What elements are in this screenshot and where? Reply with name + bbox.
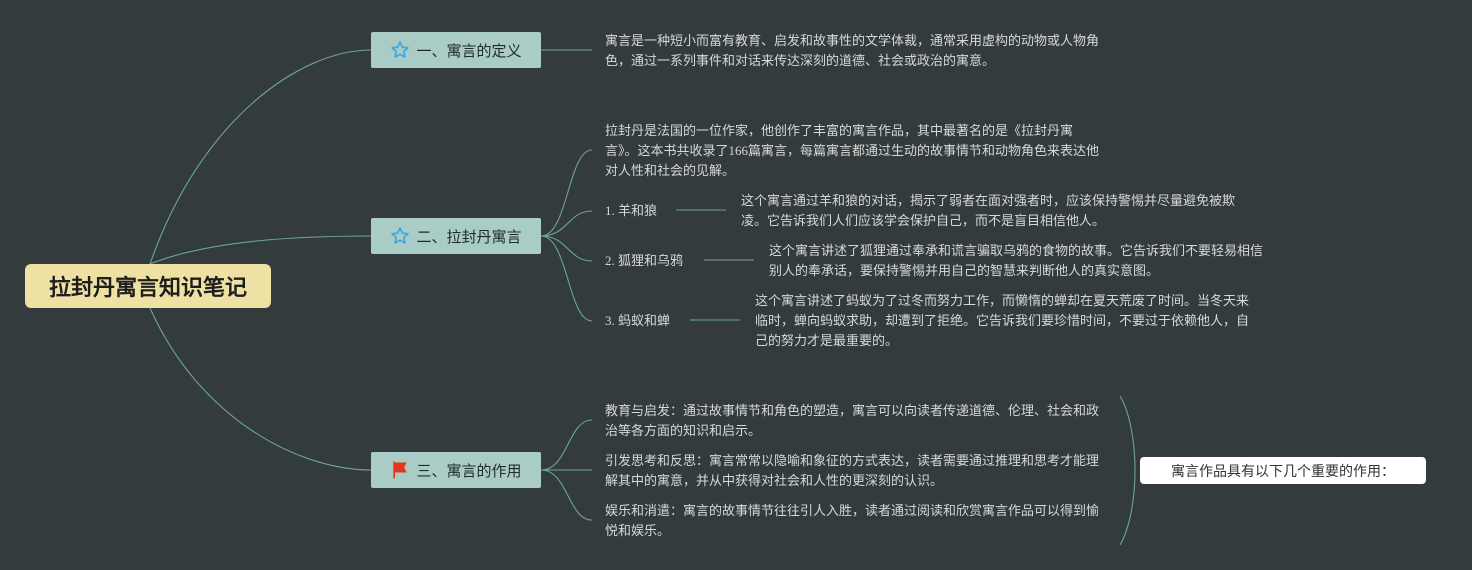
function-item-1: 教育与启发：通过故事情节和角色的塑造，寓言可以向读者传递道德、伦理、社会和政治等…	[605, 403, 1100, 438]
fable-title-3[interactable]: 3. 蚂蚁和蝉	[605, 313, 671, 328]
connector-b2-fable-1	[540, 210, 593, 237]
function-item-3: 娱乐和消遣：寓言的故事情节往往引人入胜，读者通过阅读和欣赏寓言作品可以得到愉悦和…	[605, 503, 1100, 538]
branch-function-label: 三、寓言的作用	[416, 461, 522, 480]
connector-root-branch-3	[149, 307, 372, 471]
fable-desc-3: 这个寓言讲述了蚂蚁为了过冬而努力工作，而懒惰的蝉却在夏天荒废了时间。当冬天来临时…	[755, 293, 1250, 348]
lafontaine-intro: 拉封丹是法国的一位作家，他创作了丰富的寓言作品，其中最著名的是《拉封丹寓言》。这…	[605, 123, 1100, 178]
connector-b2-fable-2	[540, 235, 593, 262]
branch-definition[interactable]: 一、寓言的定义	[371, 32, 541, 68]
connector-b2-fable-3	[540, 235, 593, 322]
branch-function[interactable]: 三、寓言的作用	[371, 452, 541, 488]
summary-box[interactable]: 寓言作品具有以下几个重要的作用：	[1140, 457, 1426, 484]
definition-text: 寓言是一种短小而富有教育、启发和故事性的文学体裁，通常采用虚构的动物或人物角色，…	[605, 33, 1100, 68]
summary-text: 寓言作品具有以下几个重要的作用：	[1171, 463, 1395, 480]
fable-title-1[interactable]: 1. 羊和狼	[605, 203, 658, 218]
star-icon	[390, 40, 410, 60]
connector-root-branch-2	[149, 235, 372, 265]
branch-lafontaine[interactable]: 二、拉封丹寓言	[371, 218, 541, 254]
connector-root-branch-1	[149, 49, 372, 265]
fable-title-2[interactable]: 2. 狐狸和乌鸦	[605, 253, 684, 268]
branch-definition-label: 一、寓言的定义	[416, 41, 522, 60]
function-item-2: 引发思考和反思：寓言常常以隐喻和象征的方式表达，读者需要通过推理和思考才能理解其…	[605, 453, 1100, 488]
summary-bracket	[1119, 395, 1136, 546]
fable-desc-2: 这个寓言讲述了狐狸通过奉承和谎言骗取乌鸦的食物的故事。它告诉我们不要轻易相信别人…	[769, 243, 1264, 278]
red-flag-icon	[390, 460, 410, 480]
fable-desc-1: 这个寓言通过羊和狼的对话，揭示了弱者在面对强者时，应该保持警惕并尽量避免被欺凌。…	[741, 193, 1236, 228]
star-icon	[390, 226, 410, 246]
connector-b3-item-1	[540, 419, 593, 471]
root-topic[interactable]: 拉封丹寓言知识笔记	[25, 264, 271, 308]
connector-b3-item-3	[540, 469, 593, 521]
root-title: 拉封丹寓言知识笔记	[48, 276, 247, 301]
connector-b2-intro	[540, 149, 593, 237]
branch-lafontaine-label: 二、拉封丹寓言	[416, 227, 522, 246]
